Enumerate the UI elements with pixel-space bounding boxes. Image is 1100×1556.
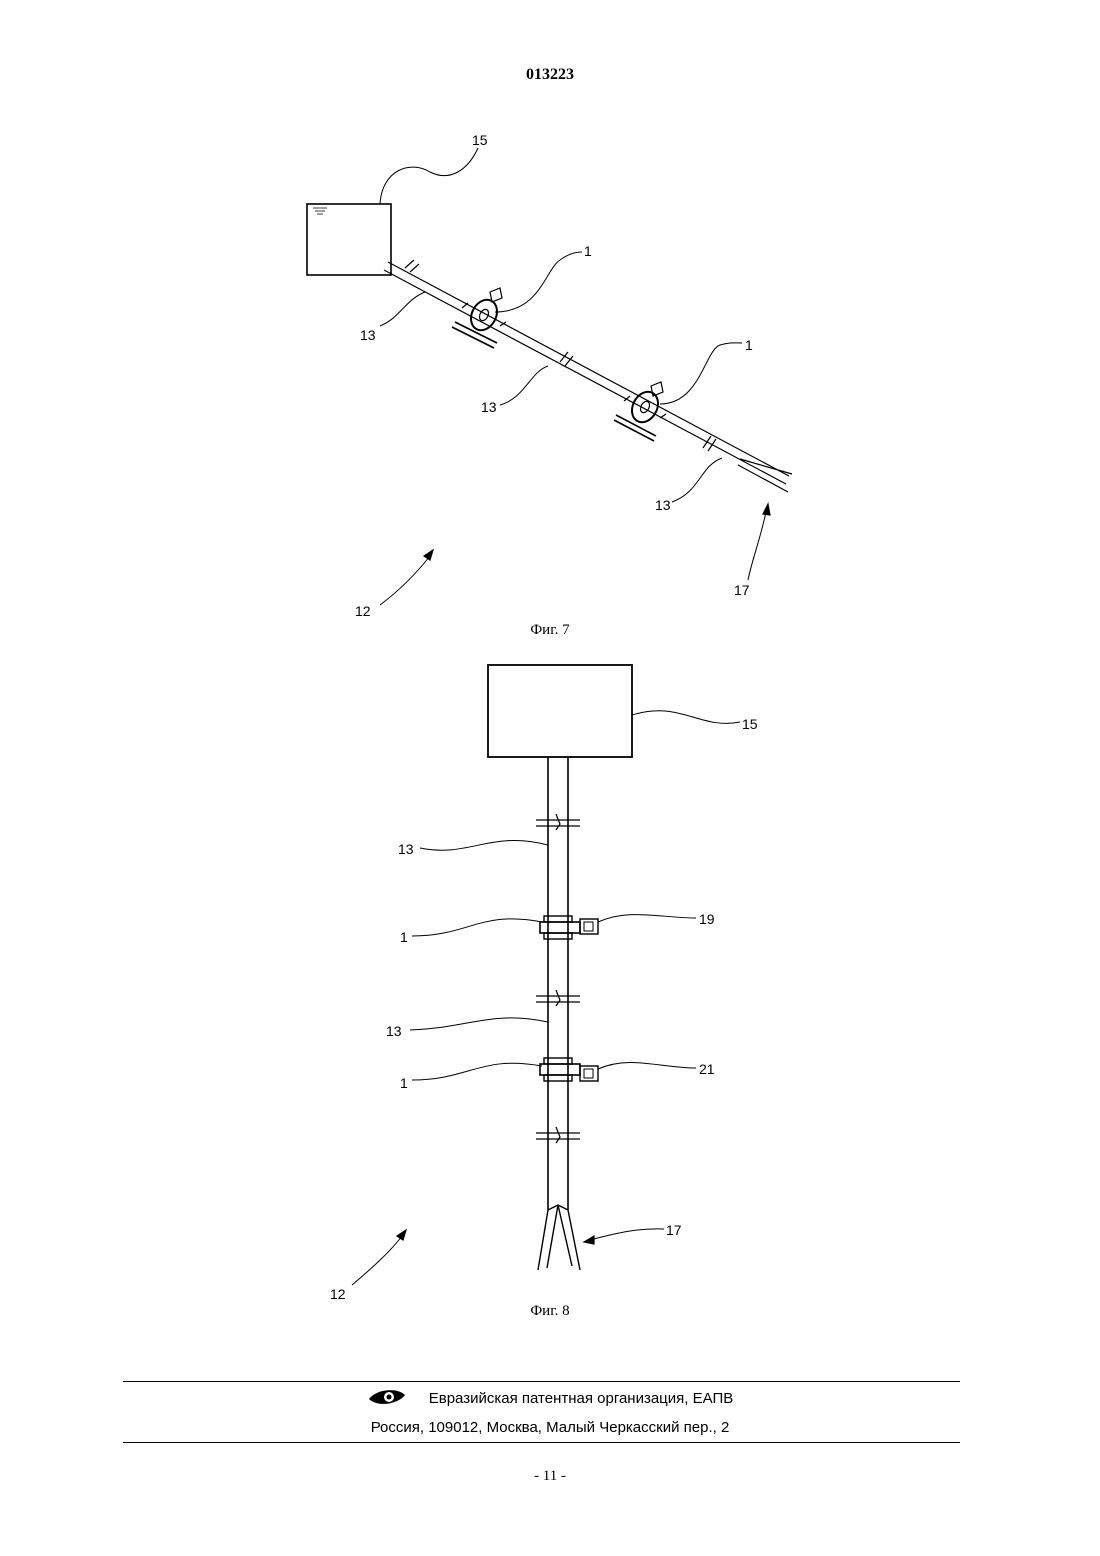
- fig7-label-1b: 1: [745, 337, 753, 353]
- fig8-leader-21: [598, 1063, 696, 1069]
- fig8-label-13b: 13: [386, 1023, 402, 1039]
- fig7-pipe: [384, 262, 789, 484]
- fig7-label-13c: 13: [655, 497, 671, 513]
- fig7-leader-1a: [495, 252, 582, 312]
- fig7-leader-13a: [380, 292, 425, 326]
- fig7-box-15: [307, 204, 391, 275]
- fig7-leader-13c: [672, 458, 722, 502]
- fig8-box-15: [488, 665, 632, 757]
- fig7-label-17: 17: [734, 582, 750, 598]
- organization-name: Евразийская патентная организация, ЕАПВ: [429, 1390, 734, 1407]
- fig7-label-13b: 13: [481, 399, 497, 415]
- fig8-break-mark: [536, 1127, 580, 1143]
- fig8-label-19: 19: [699, 911, 715, 927]
- fig7-ground-symbol: [313, 208, 327, 214]
- fig8-label-12: 12: [330, 1286, 346, 1302]
- fig7-arrow-17: [748, 512, 766, 580]
- patent-drawings: 15 1 1 13 13 13 12 17 15 13 13 1 1 19 21…: [0, 0, 1100, 1380]
- fig7-break-mark: [560, 352, 573, 366]
- footer-organization-line: Евразийская патентная организация, ЕАПВ: [0, 1387, 1100, 1411]
- fig8-label-21: 21: [699, 1061, 715, 1077]
- fig7-device-1b: [614, 382, 666, 441]
- fig7-device-1a: [452, 288, 506, 348]
- fig8-leader-13a: [420, 840, 548, 850]
- fig8-leader-13b: [410, 1018, 548, 1030]
- fig7-label-1a: 1: [584, 243, 592, 259]
- figure-8-drawing: [352, 665, 740, 1285]
- fig7-leader-15: [380, 148, 478, 204]
- fig7-leader-13b: [500, 366, 548, 405]
- fig8-leader-15: [632, 711, 740, 724]
- fig7-label-15: 15: [472, 132, 488, 148]
- fig8-leader-1a: [412, 919, 542, 936]
- fig7-label-12: 12: [355, 603, 371, 619]
- figure-7-drawing: [307, 148, 792, 605]
- fig7-y-split: [738, 459, 792, 492]
- fig8-break-mark: [536, 814, 580, 830]
- fig7-arrow-12: [380, 556, 430, 605]
- fig8-arrow-17: [590, 1229, 664, 1240]
- fig8-arrowhead-17: [584, 1236, 594, 1244]
- fig8-arrowhead-12: [397, 1230, 406, 1240]
- fig7-leader-1b: [660, 343, 742, 404]
- fig8-label-1a: 1: [400, 929, 408, 945]
- figure-8-caption: Фиг. 8: [0, 1303, 1100, 1320]
- fig7-label-13a: 13: [360, 327, 376, 343]
- footer-rule-bottom: [123, 1442, 960, 1443]
- fig8-break-mark: [536, 990, 580, 1006]
- page-number: - 11 -: [0, 1468, 1100, 1485]
- figure-7-caption: Фиг. 7: [0, 622, 1100, 639]
- fig8-label-17: 17: [666, 1222, 682, 1238]
- footer-rule-top: [123, 1381, 960, 1382]
- fig8-leader-19: [598, 915, 696, 922]
- fig8-label-15: 15: [742, 716, 758, 732]
- footer-address: Россия, 109012, Москва, Малый Черкасский…: [0, 1419, 1100, 1436]
- fig7-break-mark: [405, 260, 419, 272]
- eapo-eye-logo-icon: [367, 1387, 407, 1411]
- fig8-label-1b: 1: [400, 1075, 408, 1091]
- fig8-label-13a: 13: [398, 841, 414, 857]
- fig8-arrow-12: [352, 1236, 402, 1285]
- fig8-pipe: [548, 757, 568, 1210]
- fig7-arrowhead-17: [763, 504, 770, 515]
- fig8-y-split: [538, 1205, 580, 1270]
- fig8-leader-1b: [412, 1063, 542, 1080]
- fig7-arrowhead-12: [424, 550, 433, 560]
